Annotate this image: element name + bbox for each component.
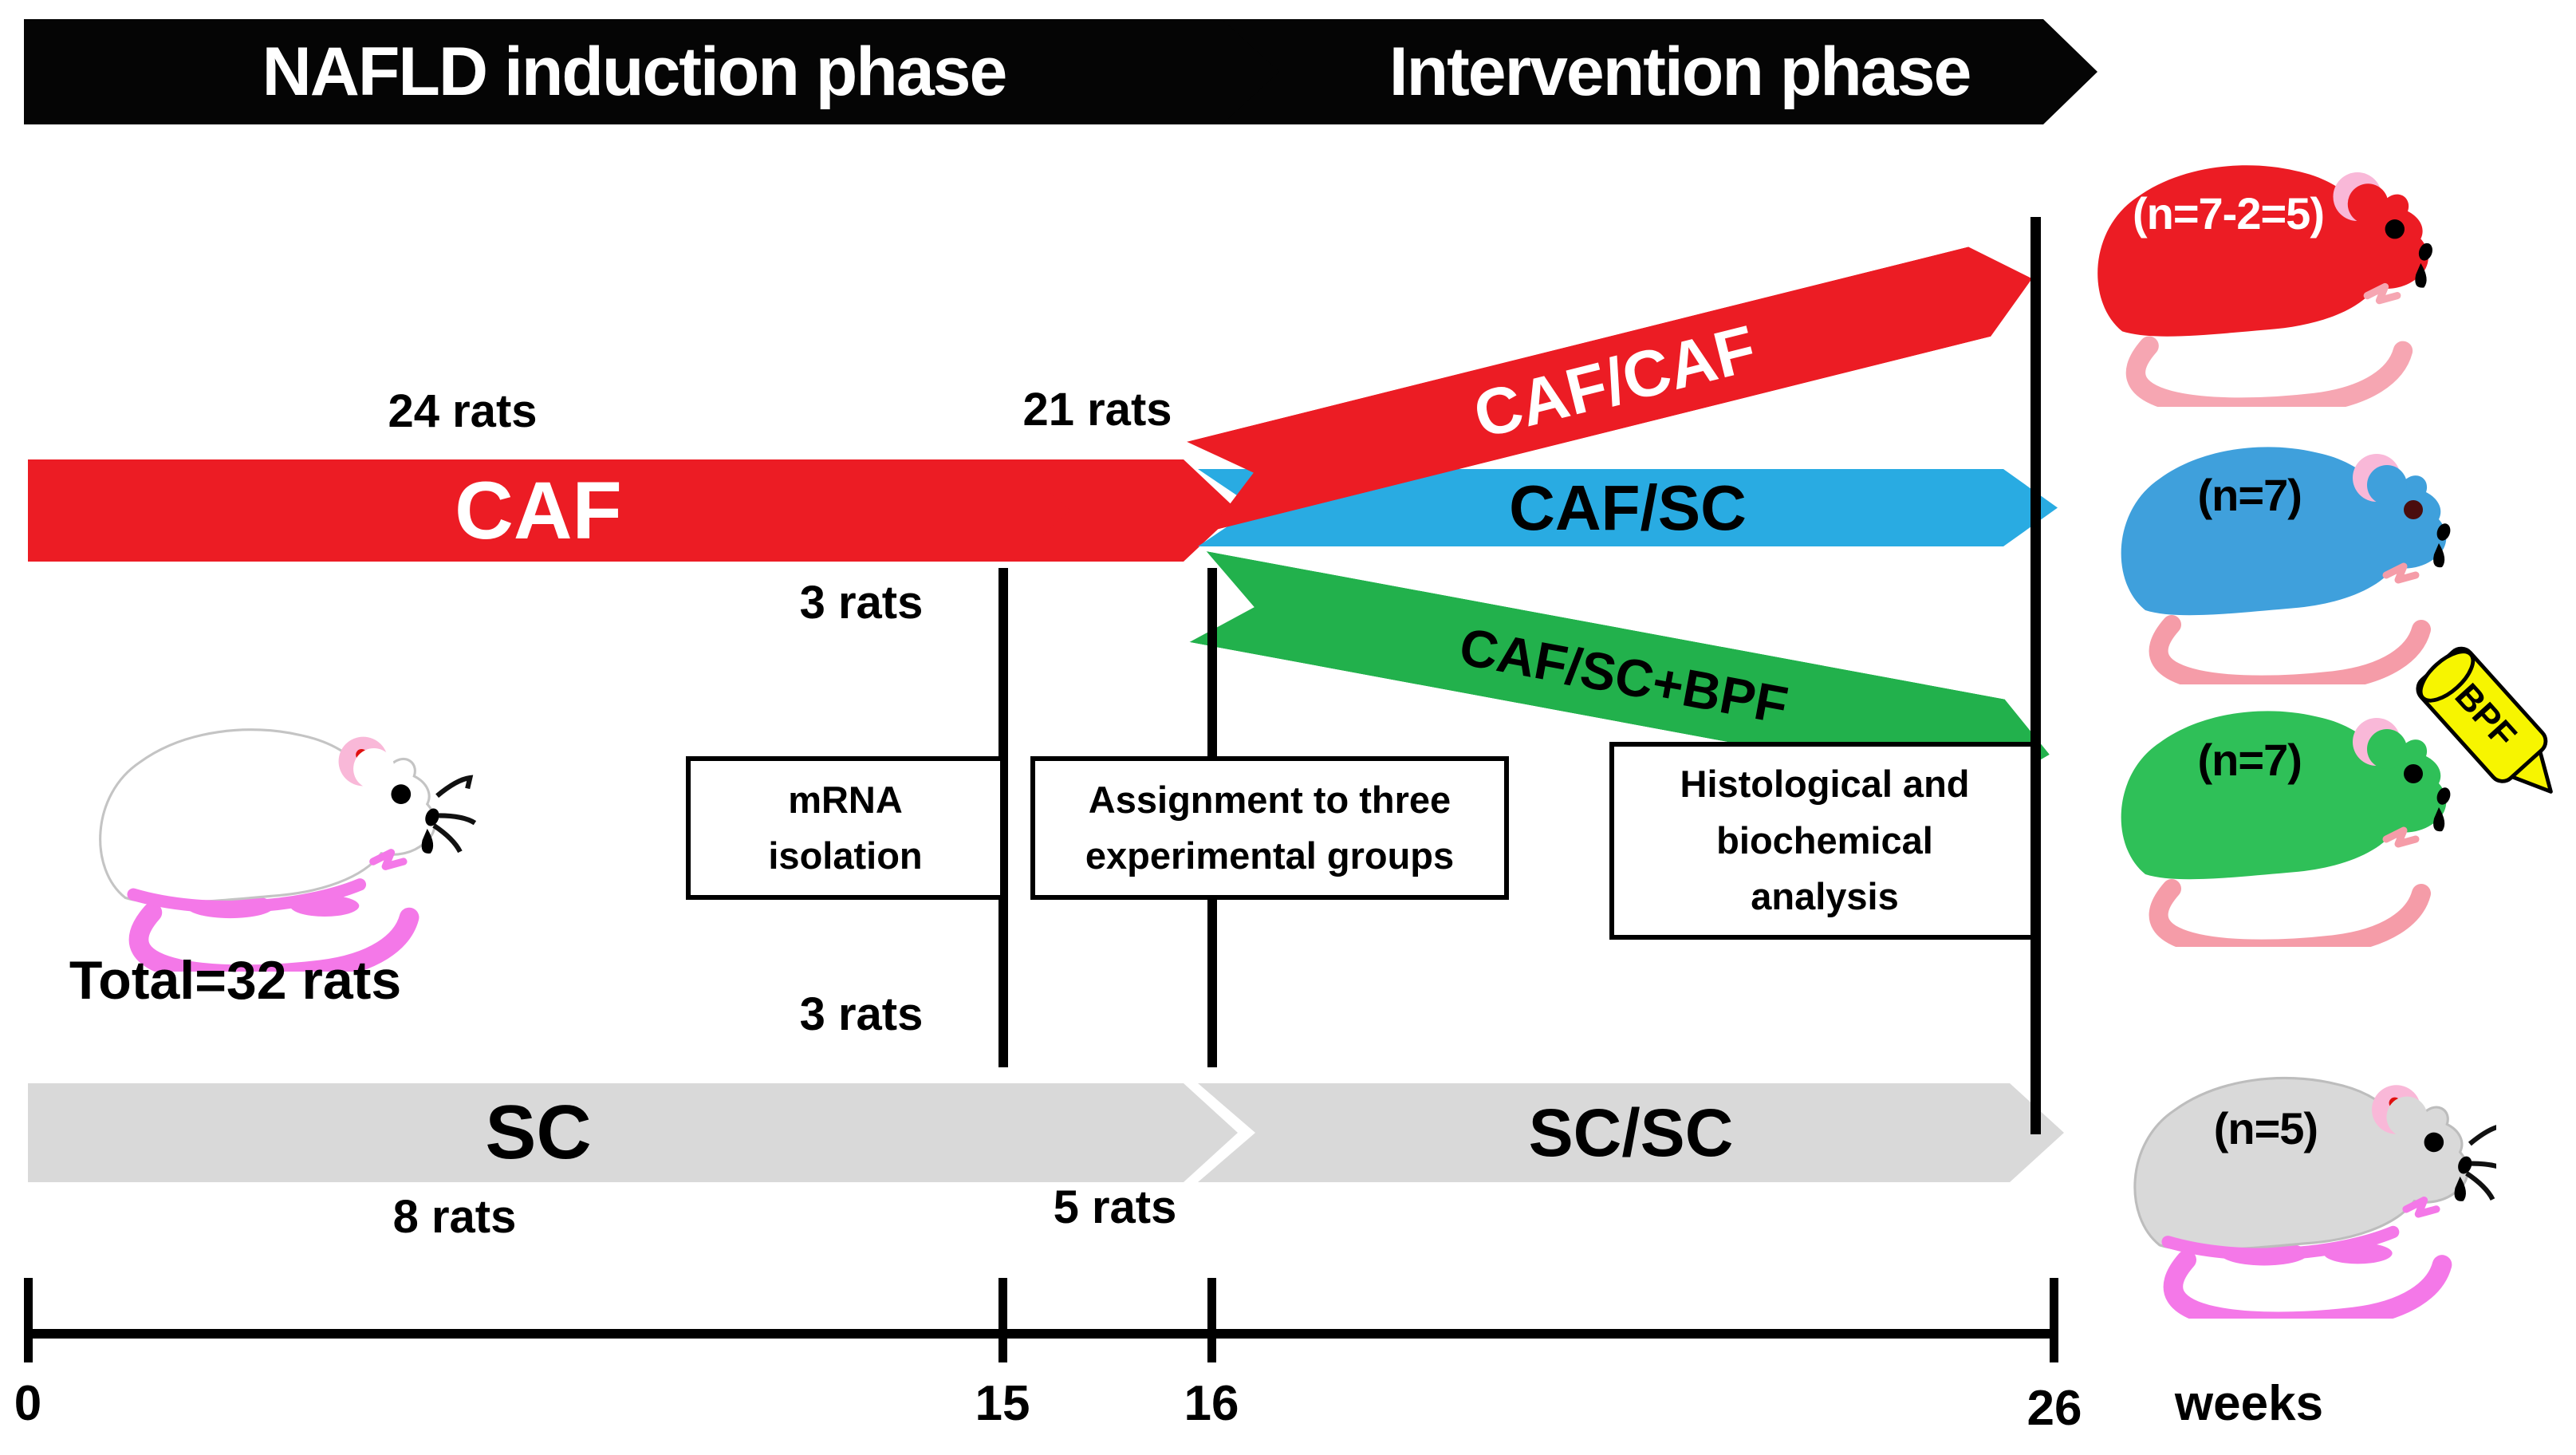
timeline-tick-16 <box>1207 1278 1216 1362</box>
timeline-axis <box>28 1329 2058 1339</box>
caf-count-label: 24 rats <box>388 385 538 437</box>
week26-line <box>2030 217 2041 1134</box>
rats-3-top-label: 3 rats <box>799 577 924 629</box>
blue-rat-icon: (n=7) <box>2096 408 2471 684</box>
timeline-label-0: 0 <box>14 1376 42 1431</box>
sc-bar-label: SC <box>485 1090 592 1175</box>
assignment-box-line1: Assignment to three <box>1088 778 1451 821</box>
rats-3-bottom-label: 3 rats <box>799 988 924 1040</box>
timeline-label-16: 16 <box>1184 1376 1239 1431</box>
red-rat-icon: (n=7-2=5) <box>2072 126 2453 407</box>
sc-bar: SC <box>28 1083 1184 1182</box>
rats-21-label: 21 rats <box>1022 384 1172 436</box>
caf-sc-bpf-label: CAF/SC+BPF <box>1455 616 1793 735</box>
histology-box-line1: Histological and <box>1680 763 1970 806</box>
mrna-box-line2: isolation <box>768 834 923 877</box>
sc-sc-label: SC/SC <box>1528 1094 1734 1170</box>
caf-caf-label: CAF/CAF <box>1467 312 1763 452</box>
assignment-box-line2: experimental groups <box>1085 834 1455 877</box>
gray-rat-icon: (n=5) <box>2105 1041 2496 1319</box>
histology-box-line2: biochemical <box>1716 818 1933 862</box>
timeline-label-26: 26 <box>2027 1381 2082 1436</box>
rats-5-label: 5 rats <box>1053 1181 1177 1233</box>
mrna-isolation-box: mRNA isolation <box>686 756 1005 900</box>
caf-sc-label: CAF/SC <box>1509 471 1747 543</box>
induction-phase-label: NAFLD induction phase <box>262 33 1006 110</box>
bpf-bottle-icon: BPF <box>2399 621 2576 830</box>
caf-caf-n-label: (n=7-2=5) <box>2132 188 2325 239</box>
caf-bar-label: CAF <box>455 464 622 556</box>
green-rat-icon: (n=7) <box>2096 674 2471 947</box>
histology-box: Histological and biochemical analysis <box>1609 742 2040 940</box>
intervention-phase-arrow: Intervention phase <box>1222 19 2097 124</box>
caf-sc-bpf-n-label: (n=7) <box>2197 735 2302 786</box>
timeline-tick-15 <box>998 1278 1007 1362</box>
timeline-tick-0 <box>24 1278 33 1362</box>
mrna-box-line1: mRNA <box>788 778 903 821</box>
assignment-box: Assignment to three experimental groups <box>1030 756 1509 900</box>
intervention-phase-label: Intervention phase <box>1388 33 1971 110</box>
timeline-unit-label: weeks <box>2174 1376 2324 1431</box>
total-rats-label: Total=32 rats <box>69 950 402 1011</box>
caf-sc-n-label: (n=7) <box>2197 470 2302 521</box>
sc-count-label: 8 rats <box>392 1191 517 1243</box>
caf-bar: CAF <box>28 459 1168 562</box>
timeline-tick-26 <box>2050 1278 2058 1362</box>
sc-sc-n-label: (n=5) <box>2213 1102 2318 1153</box>
histology-box-line3: analysis <box>1751 875 1899 918</box>
sc-sc-arrow: SC/SC <box>1198 1083 2064 1182</box>
induction-phase-arrow: NAFLD induction phase <box>24 19 1292 124</box>
white-rat-icon <box>16 692 518 972</box>
timeline-label-15: 15 <box>975 1376 1030 1431</box>
